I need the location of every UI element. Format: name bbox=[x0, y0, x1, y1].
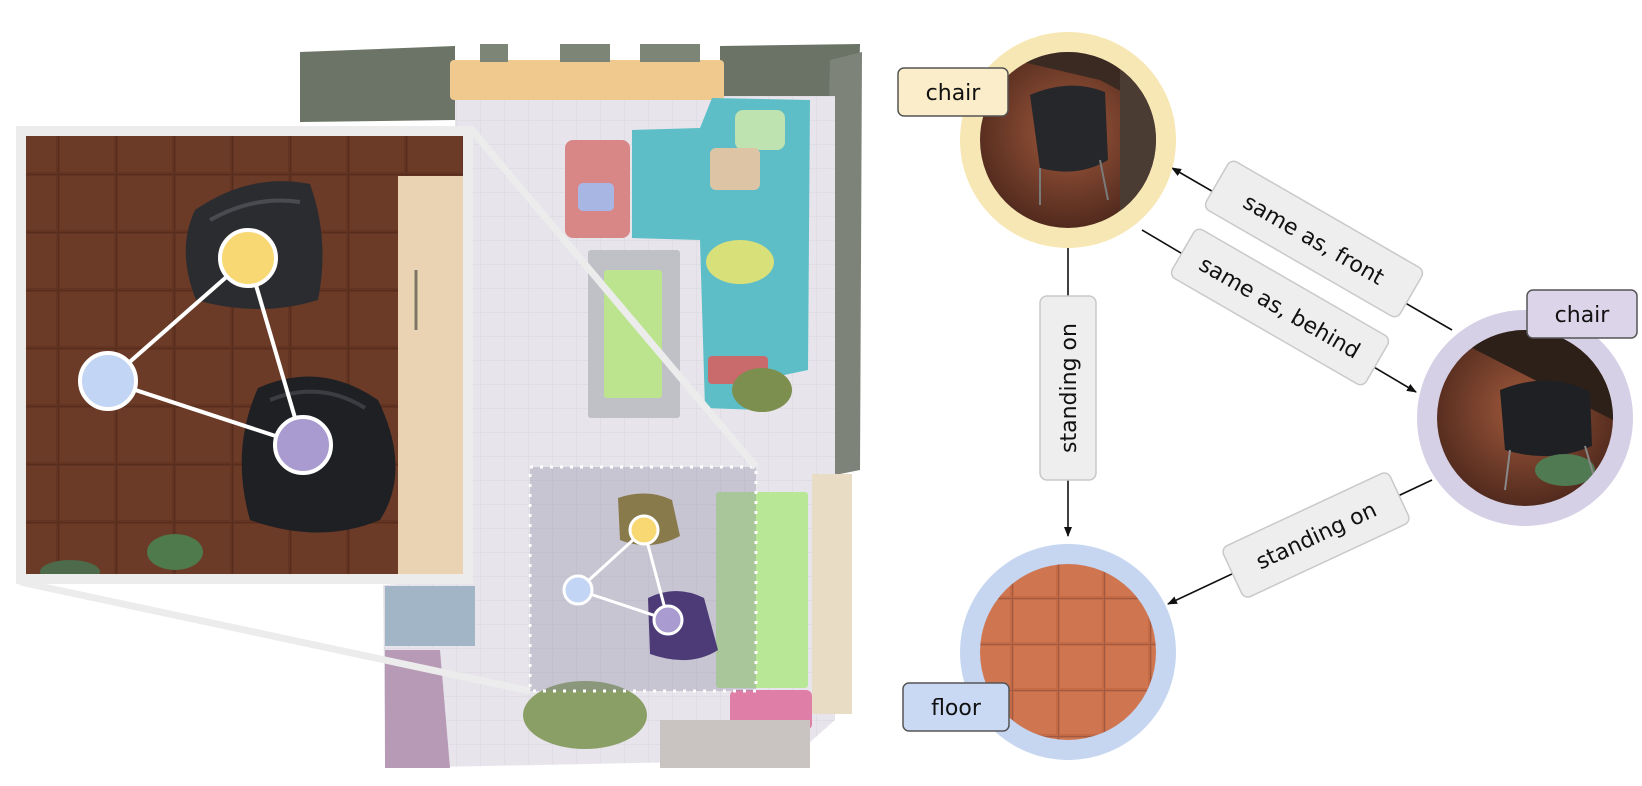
zoom-connector-bottom bbox=[19, 578, 531, 695]
node-floor-label: floor bbox=[902, 682, 1010, 732]
mini-node-floor bbox=[562, 574, 594, 606]
scene-table bbox=[716, 492, 808, 688]
scene-reconstruction bbox=[300, 44, 862, 768]
zoom-node-floor bbox=[78, 351, 138, 411]
scene-graph: same as, front same as, behind standing … bbox=[897, 32, 1638, 760]
scene-shelf bbox=[450, 60, 724, 100]
thumb-chair-top bbox=[1030, 85, 1108, 172]
edge-label-standing-on-right: standing on bbox=[1222, 472, 1410, 598]
zoom-inset bbox=[16, 126, 473, 584]
node-chair-right-label-text: chair bbox=[1555, 303, 1611, 328]
mini-node-chair-top bbox=[628, 514, 660, 546]
zoom-desk bbox=[398, 176, 463, 574]
zoom-node-chair-right bbox=[273, 415, 333, 475]
scene-mini-graph bbox=[562, 514, 684, 636]
node-chair-right: chair bbox=[1417, 289, 1638, 526]
mini-node-chair-right bbox=[652, 604, 684, 636]
node-floor: floor bbox=[902, 544, 1176, 760]
node-chair-right-label: chair bbox=[1526, 289, 1638, 339]
scene-wall-top bbox=[300, 46, 455, 122]
zoom-node-chair-top bbox=[218, 228, 278, 288]
zoom-connector-top bbox=[467, 125, 759, 470]
node-chair-top-label-text: chair bbox=[926, 81, 982, 106]
node-chair-top: chair bbox=[897, 32, 1176, 248]
node-floor-label-text: floor bbox=[931, 696, 982, 721]
scene-wall-top-right bbox=[720, 44, 860, 112]
edge-label-standing-on-left: standing on bbox=[1039, 295, 1097, 481]
zoom-graph bbox=[78, 228, 333, 475]
node-chair-top-label: chair bbox=[897, 67, 1009, 117]
thumb-chair-right bbox=[1500, 380, 1592, 457]
edge-label-standing-on-left-text: standing on bbox=[1057, 323, 1082, 453]
